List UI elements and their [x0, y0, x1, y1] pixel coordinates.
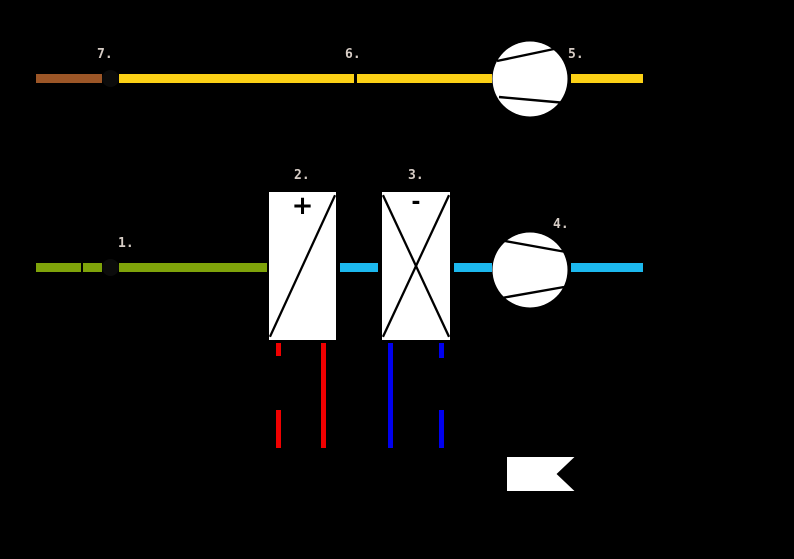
cooling-coil-cross-icon: [382, 194, 450, 338]
heater-plus-sign: +: [291, 191, 314, 221]
heating-coil-box: +: [267, 190, 338, 342]
label-7: 7.: [97, 47, 113, 62]
exhaust-duct-yellow-segment-left: [119, 74, 492, 83]
label-5: 5.: [568, 47, 584, 62]
duct-joint-dot-icon: [102, 259, 119, 276]
outdoor-duct-green-segment-2: [83, 263, 102, 272]
flow-direction-flag-icon: [505, 455, 580, 493]
cooling-pipe-right-dash-1: [439, 343, 444, 358]
supply-fan-icon: [492, 232, 568, 308]
heating-coil-diagonal-icon: [269, 194, 336, 338]
duct-marker-tick-icon: [354, 68, 357, 88]
label-6: 6.: [345, 47, 361, 62]
duct-joint-dot-icon: [102, 70, 119, 87]
label-4: 4.: [553, 217, 569, 232]
exhaust-fan-icon: [492, 41, 568, 117]
exhaust-duct-brown-segment: [36, 74, 102, 83]
supply-duct-cyan-segment-3: [571, 263, 643, 272]
label-1: 1.: [118, 236, 134, 251]
heating-pipe-right: [321, 343, 326, 448]
exhaust-duct-yellow-segment-right: [571, 74, 643, 83]
supply-duct-cyan-segment-2: [454, 263, 492, 272]
outdoor-duct-green-segment-3: [119, 263, 267, 272]
cooler-minus-sign: -: [411, 190, 421, 215]
label-2: 2.: [294, 168, 310, 183]
heating-pipe-left-dash-2: [276, 410, 281, 448]
cooling-pipe-right-dash-2: [439, 410, 444, 448]
cooling-coil-box: -: [380, 190, 452, 342]
label-3: 3.: [408, 168, 424, 183]
heating-pipe-left-dash-1: [276, 343, 281, 356]
supply-duct-cyan-segment-1: [340, 263, 378, 272]
outdoor-duct-green-segment-1: [36, 263, 81, 272]
cooling-pipe-left: [388, 343, 393, 448]
